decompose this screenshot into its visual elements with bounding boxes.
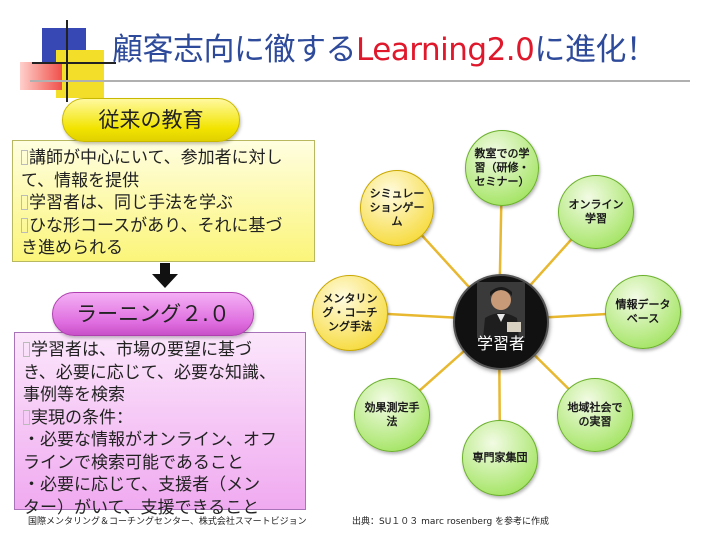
bullet-mark [23, 342, 30, 357]
node-label: 教室での学習（研修・セミナー） [474, 147, 530, 188]
node-database: 情報データベース [605, 275, 681, 349]
traditional-education-label: 従来の教育 [62, 98, 240, 142]
bullet-text: 学習者は、市場の要望に基づ [31, 340, 252, 360]
bullet-mark [21, 217, 28, 233]
deco-vertical-line [66, 20, 68, 102]
node-label: 地域社会での実習 [567, 401, 623, 428]
node-online: オンライン学習 [558, 175, 634, 249]
title-part-3: に進化！ [534, 32, 657, 68]
bullet-continuation: き進められる [21, 238, 123, 258]
bullet-item: 学習者は、市場の要望に基づ [23, 339, 297, 362]
arrow-down-icon [152, 263, 178, 288]
node-label: シミュレーションゲーム [369, 187, 425, 228]
bullet-text: 講師が中心にいて、参加者に対し [29, 148, 283, 168]
learner-mind-map: 教室での学習（研修・セミナー） オンライン学習 情報データベース 地域社会での実… [305, 120, 695, 520]
bullet-item: 講師が中心にいて、参加者に対し [21, 147, 306, 170]
node-classroom: 教室での学習（研修・セミナー） [465, 130, 539, 206]
sub-item-continuation: ラインで検索可能であること [23, 452, 244, 473]
bullet-continuation: 事例等を検索 [23, 385, 125, 405]
title-accent: Learning2.0 [356, 32, 535, 68]
bullet-item: 実現の条件： [23, 407, 297, 430]
bullet-text: 学習者は、同じ手法を学ぶ [29, 193, 233, 213]
node-label: オンライン学習 [568, 198, 624, 225]
node-label: 専門家集団 [472, 451, 528, 464]
sub-item-continuation: ター）がいて、支援できること [23, 497, 260, 518]
deco-red-square [20, 62, 62, 90]
deco-horizontal-line [32, 62, 116, 64]
node-label: メンタリング・コーチング手法 [322, 292, 378, 333]
node-mentoring: メンタリング・コーチング手法 [312, 275, 388, 351]
bullet-continuation: て、情報を提供 [21, 170, 140, 191]
title-divider [30, 80, 690, 82]
footer-organization: 国際メンタリング＆コーチングセンター、株式会社スマートビジョン [28, 517, 307, 527]
bullet-mark [21, 195, 28, 210]
traditional-description-box: 講師が中心にいて、参加者に対し て、情報を提供 学習者は、同じ手法を学ぶ ひな形… [12, 140, 315, 262]
learner-photo [477, 282, 525, 338]
bullet-mark [21, 150, 28, 165]
learner-label: 学習者 [476, 334, 525, 353]
title-part-1: 顧客志向に徹する [112, 32, 357, 68]
node-measurement: 効果測定手法 [354, 378, 430, 452]
learner-center-node: 学習者 [453, 274, 549, 370]
node-label: 効果測定手法 [364, 401, 420, 428]
learning2-label: ラーニング２.０ [52, 292, 254, 336]
bullet-item: ひな形コースがあり、それに基づ [21, 215, 306, 238]
slide-title: 顧客志向に徹するLearning2.0に進化！ [112, 28, 702, 72]
node-label: 情報データベース [615, 298, 671, 325]
bullet-mark [23, 409, 30, 425]
bullet-text: 実現の条件： [31, 407, 133, 428]
learning2-description-box: 学習者は、市場の要望に基づ き、必要に応じて、必要な知識、 事例等を検索 実現の… [14, 332, 306, 518]
deco-yellow-square [56, 50, 104, 98]
sub-item: ・必要に応じて、支援者（メン [23, 475, 261, 495]
bullet-item: 学習者は、同じ手法を学ぶ [21, 192, 306, 215]
footer-source: 出典：SU１０３ marc rosenberg を参考に作成 [352, 517, 550, 527]
node-simulation: シミュレーションゲーム [360, 170, 434, 246]
bullet-continuation: き、必要に応じて、必要な知識、 [23, 362, 276, 383]
node-experts: 専門家集団 [462, 420, 538, 496]
node-community: 地域社会での実習 [557, 378, 633, 452]
bullet-text: ひな形コースがあり、それに基づ [29, 215, 283, 236]
sub-item: ・必要な情報がオンライン、オフ [23, 430, 277, 450]
